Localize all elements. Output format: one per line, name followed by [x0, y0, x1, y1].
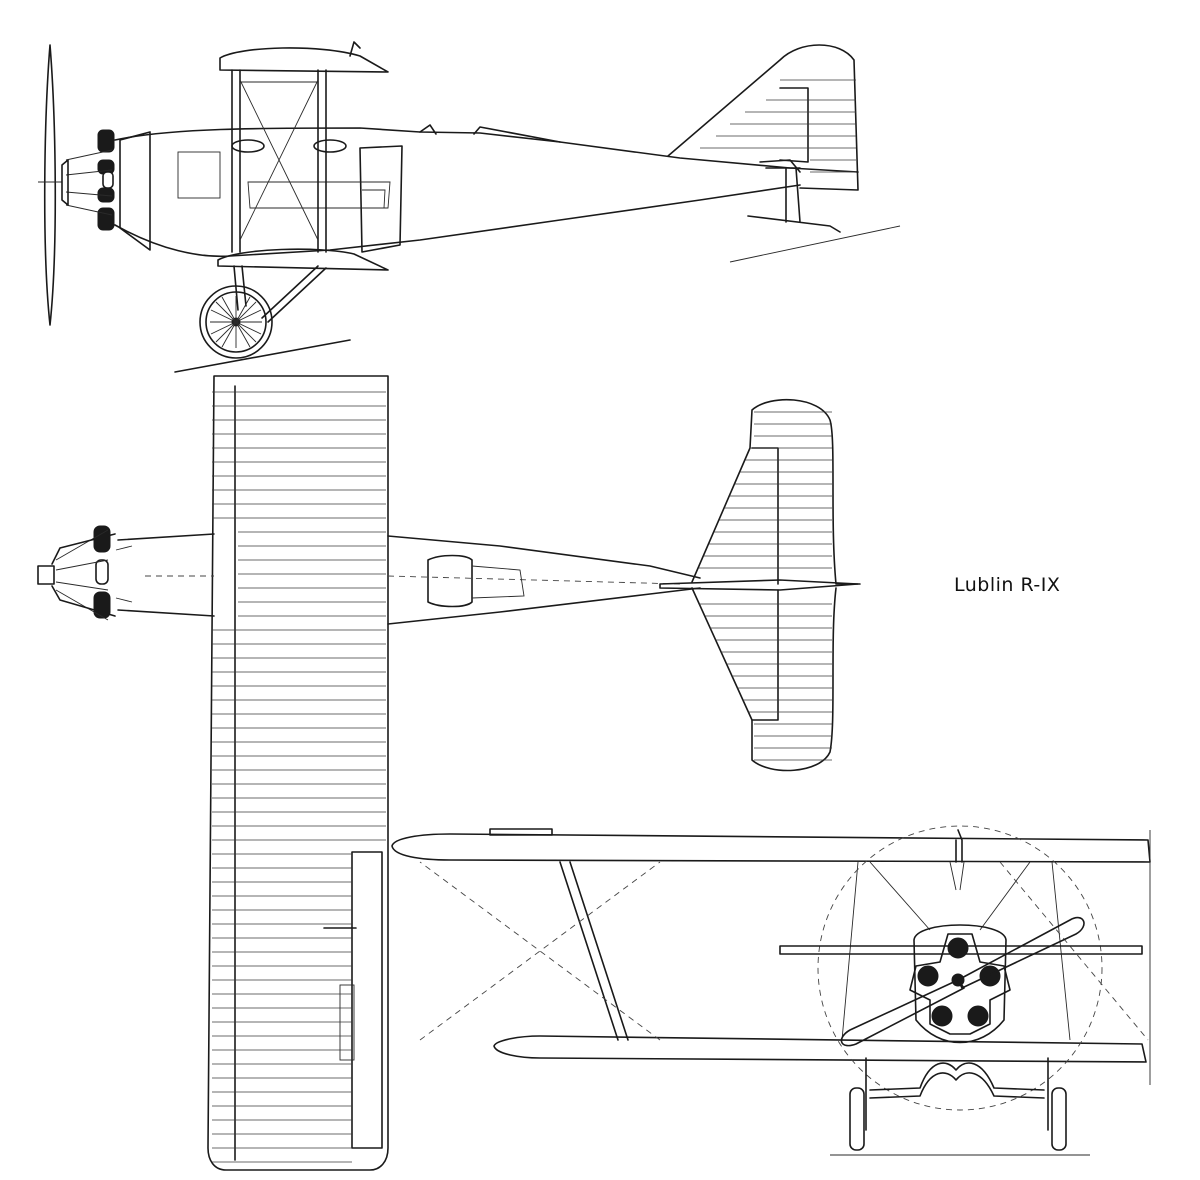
landing-gear-front	[830, 1057, 1090, 1156]
vertical-tail-side	[667, 44, 859, 191]
side-view	[38, 41, 901, 373]
propeller-disc	[817, 825, 1103, 1111]
upper-wing-side	[219, 47, 389, 73]
propeller-blade-right	[957, 916, 1085, 989]
lower-wing-side	[217, 248, 389, 271]
aircraft-label: Lublin R-IX	[954, 574, 1061, 596]
upper-wing-front	[391, 833, 1151, 863]
tailplane-top	[691, 398, 861, 772]
propeller-side	[43, 44, 57, 326]
front-view	[391, 825, 1151, 1156]
wing-planform-top	[207, 375, 389, 1171]
engine-cylinders-side	[61, 129, 115, 231]
engine-top	[37, 525, 133, 621]
propeller-blade-left	[840, 979, 965, 1047]
engine-front	[909, 933, 1011, 1035]
lower-wing-front	[493, 1035, 1147, 1063]
interplane-struts-side	[231, 69, 347, 253]
fuselage-top	[117, 533, 701, 625]
fuselage-side	[114, 127, 859, 258]
landing-gear-side	[174, 265, 351, 373]
top-view	[37, 375, 861, 1171]
